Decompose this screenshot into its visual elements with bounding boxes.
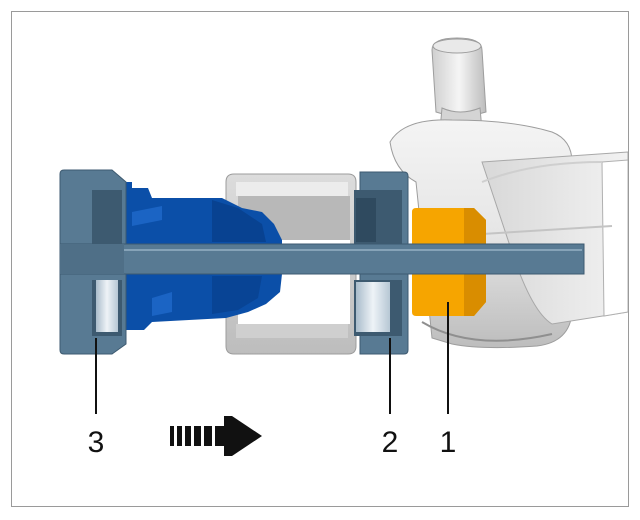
direction-arrow-icon xyxy=(170,416,262,456)
callout-label-3: 3 xyxy=(87,426,105,459)
threaded-spindle xyxy=(59,243,585,275)
callout-label-1: 1 xyxy=(439,426,457,459)
callout-leaders xyxy=(95,302,449,414)
blue-pressing-cup xyxy=(120,182,282,330)
press-tool-diagram xyxy=(59,37,628,456)
callout-label-2: 2 xyxy=(381,426,399,459)
diagram-frame: 1 2 3 xyxy=(11,11,629,507)
orange-bushing xyxy=(412,208,486,316)
